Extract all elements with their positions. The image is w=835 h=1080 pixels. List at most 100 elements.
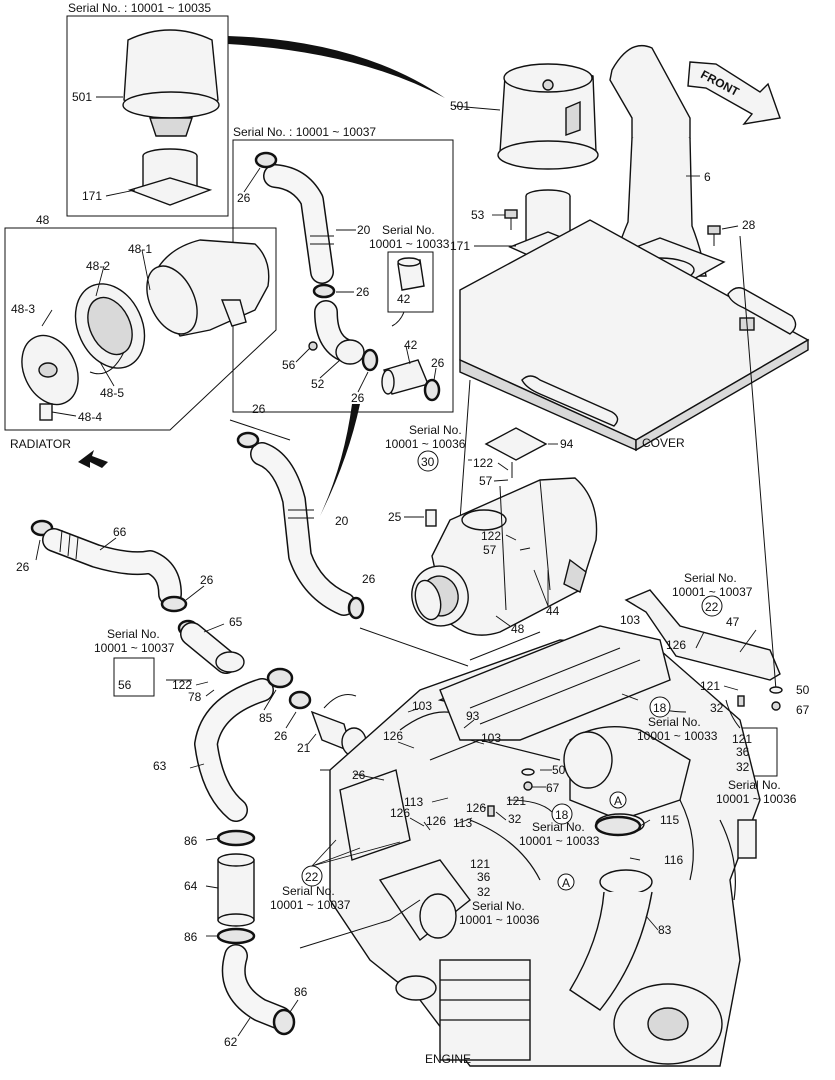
part-32-c: 32 <box>508 812 522 826</box>
serial-56-l1: Serial No. <box>107 627 160 641</box>
part-48-2: 48-2 <box>86 259 110 273</box>
part-122-c: 122 <box>172 678 192 692</box>
serial-121r-l2: 10001 ~ 10036 <box>716 792 797 806</box>
air-filter-housing-48-1 <box>146 239 270 337</box>
part-65: 65 <box>229 615 243 629</box>
air-cleaner-cap-501 <box>497 63 599 170</box>
air-filter-cover-48-3 <box>21 334 79 421</box>
part-103-c: 103 <box>481 731 501 745</box>
part-83: 83 <box>658 923 672 937</box>
part-25: 25 <box>388 510 402 524</box>
part-50-a: 50 <box>796 683 810 697</box>
bolt-121-b <box>487 805 495 817</box>
callout-18a-circle <box>649 696 671 718</box>
serial-121m-l2: 10001 ~ 10036 <box>459 913 540 927</box>
mark-a1: A <box>614 794 622 808</box>
part-86-b: 86 <box>184 930 198 944</box>
part-48-main: 48 <box>511 622 525 636</box>
part-171: 171 <box>450 239 470 253</box>
washer-50-b <box>521 768 535 776</box>
radiator-label: RADIATOR <box>10 437 71 451</box>
part-126-d: 126 <box>390 806 410 820</box>
part-20-a: 20 <box>357 223 371 237</box>
part-56-b: 56 <box>118 678 132 692</box>
mark-a1-circle <box>609 791 627 809</box>
serial-121m-l1: Serial No. <box>472 899 525 913</box>
part-126-c: 126 <box>466 801 486 815</box>
part-121-d: 121 <box>470 857 490 871</box>
clamp-26-b <box>312 283 336 299</box>
clamp-26-f <box>347 596 365 620</box>
part-42-b: 42 <box>404 338 418 352</box>
elbow-pipe-52 <box>314 300 365 365</box>
part-22-a: 22 <box>705 600 719 614</box>
bolt-53 <box>504 209 518 230</box>
part-78: 78 <box>188 690 202 704</box>
callout-22b-circle <box>301 865 323 887</box>
part-30: 30 <box>421 455 435 469</box>
part-32-b: 32 <box>736 760 750 774</box>
serial-47-l2: 10001 ~ 10037 <box>672 585 753 599</box>
hose-66 <box>42 528 182 606</box>
serial-box-top <box>66 15 229 217</box>
part-501-small: 501 <box>72 90 92 104</box>
serial-18b-l2: 10001 ~ 10033 <box>519 834 600 848</box>
clamp-26-i <box>288 690 312 710</box>
exhaust-stack-6 <box>594 44 726 299</box>
part-32-d: 32 <box>477 885 491 899</box>
bracket-94 <box>484 427 548 478</box>
callout-22a-circle <box>701 595 723 617</box>
callout-18b-circle <box>551 803 573 825</box>
part-126-b: 126 <box>383 729 403 743</box>
cover-plate <box>459 219 810 452</box>
serial-hose: Serial No. : 10001 ~ 10037 <box>233 125 376 139</box>
part-94: 94 <box>560 437 574 451</box>
part-26-i: 26 <box>274 729 288 743</box>
part-26-b: 26 <box>356 285 370 299</box>
part-126-a: 126 <box>666 638 686 652</box>
part-26-h: 26 <box>200 573 214 587</box>
muffler-93 <box>439 625 671 741</box>
sleeve-42 <box>381 359 429 395</box>
serial-18a-l2: 10001 ~ 10033 <box>637 729 718 743</box>
part-122-b: 122 <box>481 529 501 543</box>
callout-arrow-501 <box>228 36 445 98</box>
serial-box-42 <box>387 251 434 313</box>
hose-62 <box>221 944 292 1030</box>
clamp-85 <box>266 667 294 689</box>
clamp-26-d <box>423 378 441 402</box>
part-26-a: 26 <box>237 191 251 205</box>
part-501: 501 <box>450 99 470 113</box>
callout-30-circle <box>417 450 439 472</box>
part-20-b: 20 <box>335 514 349 528</box>
part-21: 21 <box>297 741 311 755</box>
part-56-a: 56 <box>282 358 296 372</box>
part-121-b: 121 <box>732 732 752 746</box>
part-28: 28 <box>742 218 756 232</box>
hose-20-upper <box>263 164 334 284</box>
part-36-a: 36 <box>736 745 750 759</box>
part-22-b: 22 <box>305 870 319 884</box>
serial-top: Serial No. : 10001 ~ 10035 <box>68 1 211 15</box>
part-42-a: 42 <box>397 292 411 306</box>
pipe-64 <box>217 853 255 927</box>
front-arrow: FRONT <box>687 61 781 125</box>
clamp-26-c <box>361 348 379 372</box>
serial-22-l1: Serial No. <box>282 884 335 898</box>
part-57-b: 57 <box>483 543 497 557</box>
hose-65 <box>180 622 245 674</box>
part-48-1: 48-1 <box>128 242 152 256</box>
part-93: 93 <box>466 709 480 723</box>
engine-assembly <box>329 639 761 1067</box>
clamp-86-c <box>272 1008 296 1036</box>
bolt-28 <box>707 225 721 246</box>
clamp-26-e <box>236 431 260 449</box>
adapter-171-small <box>127 148 213 206</box>
part-6: 6 <box>704 170 711 184</box>
part-18-a: 18 <box>653 701 667 715</box>
part-171-small: 171 <box>82 189 102 203</box>
cover-label: COVER <box>642 436 685 450</box>
part-121-c: 121 <box>506 794 526 808</box>
engine-label: ENGINE <box>425 1052 471 1066</box>
sleeve-42-small <box>397 257 425 291</box>
